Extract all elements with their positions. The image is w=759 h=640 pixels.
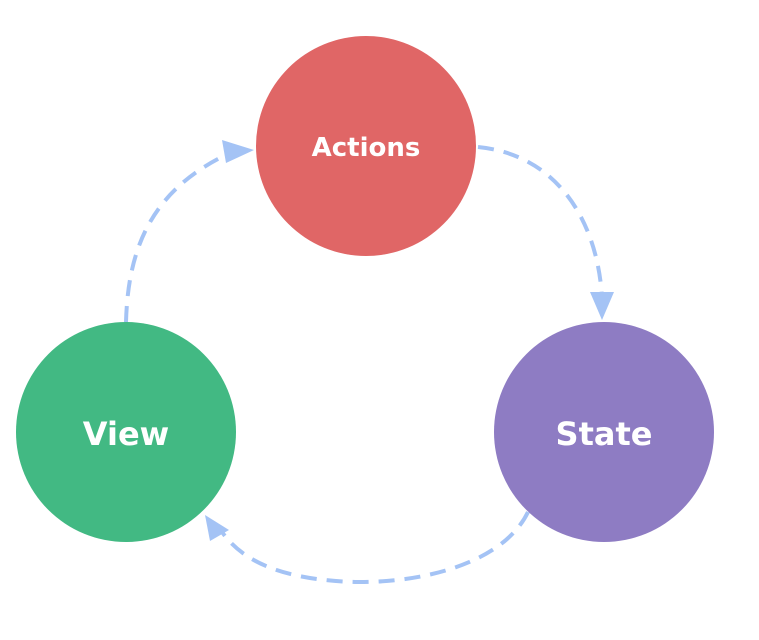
node-actions-circle [256, 36, 476, 256]
node-view: View [16, 322, 236, 542]
node-actions-label: Actions [312, 133, 421, 163]
node-state: State [494, 322, 714, 542]
node-state-circle [494, 322, 714, 542]
node-actions: Actions [256, 36, 476, 256]
edge-actions-to-state [477, 145, 604, 299]
arrowhead-view-icon [205, 515, 229, 541]
node-view-label: View [83, 415, 169, 453]
arrowhead-actions-icon [222, 140, 254, 163]
edge-state-to-view [220, 511, 530, 585]
edge-view-to-actions [124, 151, 231, 323]
node-state-label: State [556, 415, 653, 453]
arrowhead-state-icon [590, 292, 614, 320]
node-view-circle [16, 322, 236, 542]
edge-group [124, 140, 614, 585]
